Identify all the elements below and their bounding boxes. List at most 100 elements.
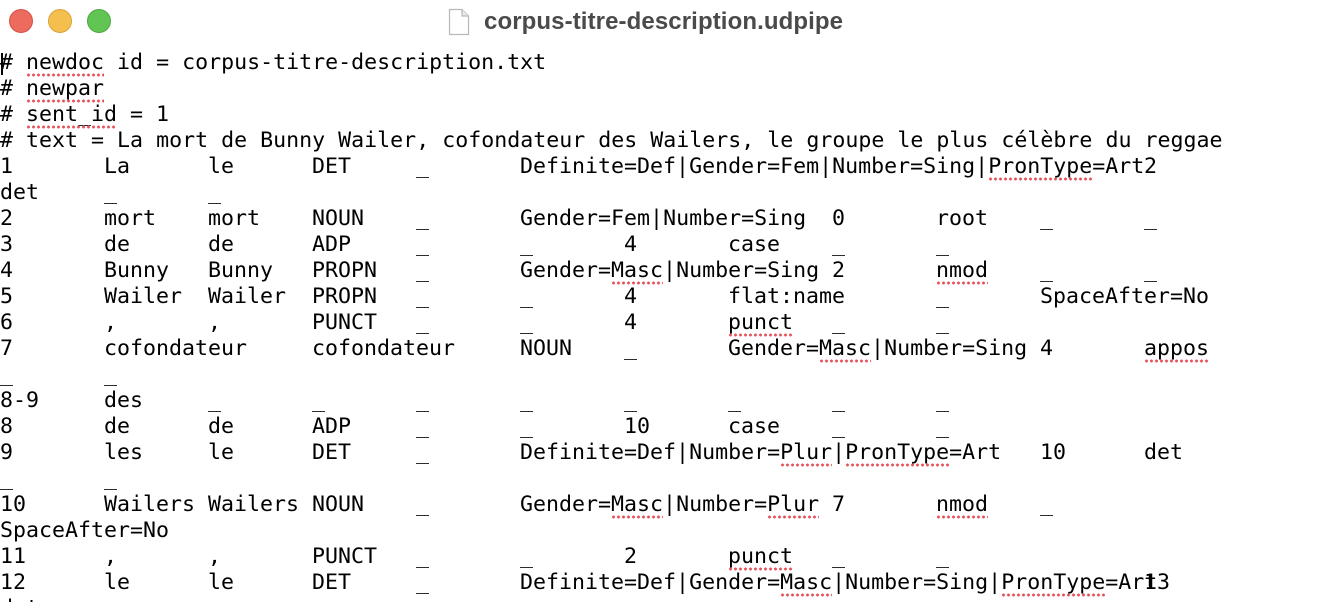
line-token: 5 (0, 284, 14, 309)
spellcheck-flagged-word: nmod (936, 492, 989, 517)
line-token: _ (416, 154, 430, 179)
line-token: , (104, 544, 118, 569)
line-token: 12 (0, 570, 27, 595)
line-token: _ (312, 388, 326, 413)
line-token: _ (624, 388, 638, 413)
line-token: le (104, 570, 131, 595)
spellcheck-flagged-word: PronType (1001, 570, 1106, 595)
line-token: det (1144, 440, 1184, 465)
line-token: 4 (624, 284, 638, 309)
line-token: ADP (312, 232, 352, 257)
line-token: Gender=Masc|Number=Sing (520, 258, 820, 283)
line-token: le (208, 154, 235, 179)
line-token: _ (520, 414, 534, 439)
line-token: 9 (0, 440, 14, 465)
line-token: case (728, 414, 781, 439)
line-token: appos (1144, 336, 1209, 362)
line-token: NOUN (520, 336, 573, 361)
line-token: Wailers (104, 492, 196, 517)
line-token: det (0, 596, 39, 602)
text-line: __ (0, 466, 1342, 492)
line-token: punct (728, 544, 793, 570)
line-token: les (104, 440, 144, 465)
minimize-window-button[interactable] (48, 9, 72, 33)
line-token: 1 (0, 154, 14, 179)
line-token: Definite=Def|Gender=Masc|Number=Sing|Pro… (520, 570, 1158, 595)
line-token: 10 (0, 492, 27, 517)
line-token: 3 (0, 232, 14, 257)
text-line: # newdoc id = corpus-titre-description.t… (0, 50, 1342, 76)
line-token: des (104, 388, 144, 413)
line-token: # newpar (0, 76, 105, 101)
line-token: 13 (1144, 570, 1171, 595)
window-titlebar: corpus-titre-description.udpipe (0, 0, 1342, 44)
line-token: _ (728, 388, 742, 413)
line-token: _ (1144, 258, 1158, 283)
line-token: _ (416, 570, 430, 595)
line-token: punct (728, 310, 793, 336)
spellcheck-flagged-word: Masc (780, 570, 833, 595)
line-token: DET (312, 570, 352, 595)
text-caret (1, 53, 3, 75)
line-token: # newdoc id = corpus-titre-description.t… (0, 50, 547, 75)
line-token: NOUN (312, 492, 365, 517)
line-token: 7 (0, 336, 14, 361)
line-token: 2 (832, 258, 846, 283)
line-token: de (104, 232, 131, 257)
line-token: La (104, 154, 131, 179)
spellcheck-flagged-word: appos (1144, 336, 1210, 361)
line-token: # text = La mort de Bunny Wailer, cofond… (0, 128, 1223, 153)
line-token: _ (416, 544, 430, 569)
line-token: _ (624, 336, 638, 361)
line-token: _ (104, 180, 118, 205)
line-token: , (208, 310, 222, 335)
line-token: _ (416, 232, 430, 257)
line-token: 0 (832, 206, 846, 231)
text-editor-content[interactable]: # newdoc id = corpus-titre-description.t… (0, 50, 1342, 602)
spellcheck-flagged-word: Masc (611, 258, 664, 283)
line-token: PUNCT (312, 544, 378, 569)
line-token: _ (104, 466, 118, 491)
line-token: le (208, 440, 235, 465)
line-token: _ (208, 388, 222, 413)
line-token: mort (208, 206, 261, 231)
line-token: _ (936, 284, 950, 309)
line-token: 4 (624, 310, 638, 335)
close-window-button[interactable] (9, 9, 33, 33)
document-icon (448, 8, 470, 36)
line-token: Wailers (208, 492, 300, 517)
line-token: 10 (1040, 440, 1067, 465)
line-token: Wailer (208, 284, 287, 309)
text-line: # text = La mort de Bunny Wailer, cofond… (0, 128, 1342, 154)
line-token: , (104, 310, 118, 335)
line-token: 2 (0, 206, 14, 231)
line-token: de (104, 414, 131, 439)
line-token: _ (1040, 492, 1054, 517)
line-token: _ (1040, 206, 1054, 231)
line-token: _ (520, 232, 534, 257)
line-token: _ (208, 180, 222, 205)
line-token: _ (104, 362, 118, 387)
zoom-window-button[interactable] (87, 9, 111, 33)
line-token: Gender=Masc|Number=Sing (728, 336, 1028, 361)
spellcheck-flagged-word: PronType (845, 440, 950, 465)
spellcheck-flagged-word: PronType (988, 154, 1093, 179)
line-token: de (208, 232, 235, 257)
line-token: DET (312, 154, 352, 179)
line-token: cofondateur (312, 336, 456, 361)
text-line: det (0, 596, 1342, 602)
line-token: _ (416, 492, 430, 517)
line-token: 8-9 (0, 388, 40, 413)
window-title: corpus-titre-description.udpipe (484, 8, 844, 35)
line-token: SpaceAfter=No (0, 518, 170, 543)
spellcheck-flagged-word: newdoc (26, 50, 105, 75)
line-token: _ (936, 388, 950, 413)
spellcheck-flagged-word: punct (728, 544, 794, 569)
